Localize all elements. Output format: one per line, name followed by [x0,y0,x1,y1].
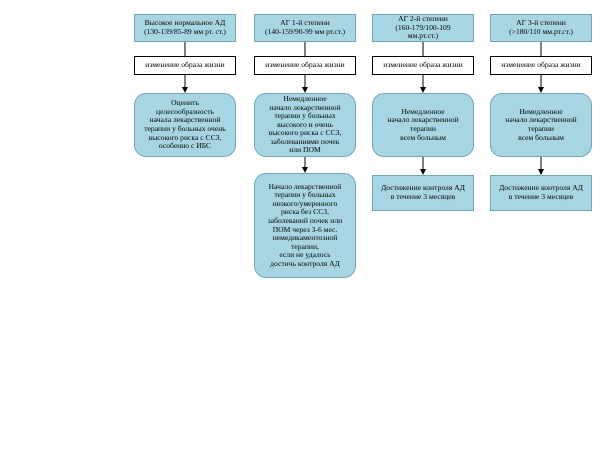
action-immediate-therapy-all: Немедленное начало лекарственной терапии… [372,93,474,157]
result-bp-control-3-months: Достижение контроля АД в течение 3 месяц… [490,175,592,211]
header-high-normal-bp: Высокое нормальное АД (130-139/85-89 мм … [134,14,236,42]
header-grade-2-hypertension: АГ 2-й степени (160-179/100-109 мм.рт.ст… [372,14,474,42]
lifestyle-change-box: изменение образа жизни [372,56,474,75]
action-immediate-therapy-high-risk: Немедленное начало лекарственной терапии… [254,93,356,157]
action-immediate-therapy-all: Немедленное начало лекарственной терапии… [490,93,592,157]
lifestyle-change-box: изменение образа жизни [254,56,356,75]
lifestyle-change-box: изменение образа жизни [490,56,592,75]
result-bp-control-3-months: Достижение контроля АД в течение 3 месяц… [372,175,474,211]
action-delayed-therapy-low-risk: Начало лекарственной терапии у больных н… [254,173,356,278]
header-grade-1-hypertension: АГ 1-й степени (140-159/90-99 мм рт.ст.) [254,14,356,42]
action-assess-therapy: Оценить целесообразность начала лекарств… [134,93,236,157]
lifestyle-change-box: изменение образа жизни [134,56,236,75]
header-grade-3-hypertension: АГ 3-й степени (>180/110 мм.рт.ст.) [490,14,592,42]
